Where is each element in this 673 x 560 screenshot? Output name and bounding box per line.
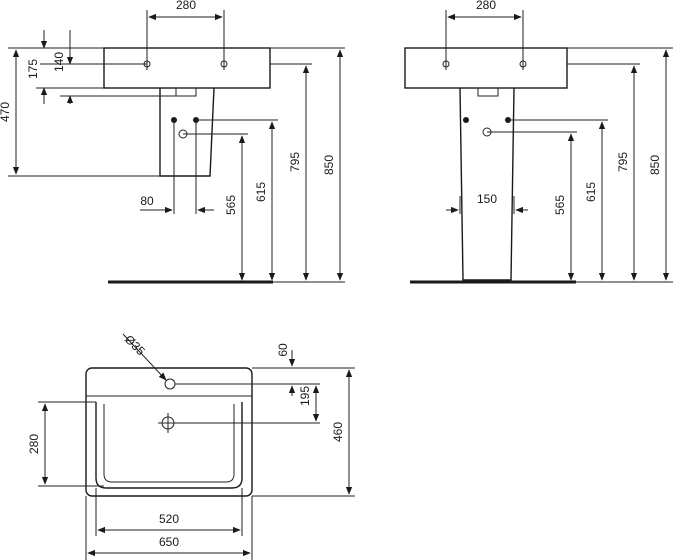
side-dim-615: 615 <box>254 182 268 202</box>
plan-view: Ø35 60 195 460 280 520 650 <box>27 332 355 560</box>
front-supply-point-left <box>463 117 469 123</box>
front-dim-615: 615 <box>584 182 598 202</box>
side-view: 280 175 140 470 80 565 615 795 <box>0 0 345 284</box>
plan-dim-460: 460 <box>331 422 345 442</box>
side-dim-470: 470 <box>0 102 12 122</box>
plan-dim-195: 195 <box>298 386 312 406</box>
front-dim-565: 565 <box>553 195 567 215</box>
side-basin-outline <box>103 47 271 89</box>
plan-dim-650: 650 <box>159 535 179 549</box>
plan-basin-outline <box>85 367 253 497</box>
side-dim-280: 280 <box>176 0 196 12</box>
side-dim-175: 175 <box>26 59 40 79</box>
plan-dim-520: 520 <box>159 512 179 526</box>
front-drain-bracket <box>477 87 499 97</box>
plan-dim-280: 280 <box>27 434 41 454</box>
side-dim-565: 565 <box>224 195 238 215</box>
front-basin-outline <box>404 47 568 89</box>
plan-dim-35: Ø35 <box>122 332 148 358</box>
plan-tap-hole <box>164 378 176 390</box>
front-dim-850: 850 <box>648 155 662 175</box>
side-pedestal-outline <box>159 87 215 177</box>
side-dim-850: 850 <box>322 155 336 175</box>
plan-dim-60: 60 <box>276 343 290 357</box>
front-dim-795: 795 <box>616 152 630 172</box>
front-view: 280 150 565 615 795 850 <box>404 0 673 284</box>
front-dim-280: 280 <box>476 0 496 12</box>
front-pedestal-outline <box>459 87 515 281</box>
side-dim-80: 80 <box>140 194 154 208</box>
plan-bowl-outline <box>95 402 243 489</box>
front-dim-150: 150 <box>477 192 497 206</box>
side-drain-bracket <box>175 87 197 97</box>
plan-dim-35-leader <box>122 333 167 381</box>
side-dim-795: 795 <box>288 152 302 172</box>
side-dim-140: 140 <box>52 52 66 72</box>
